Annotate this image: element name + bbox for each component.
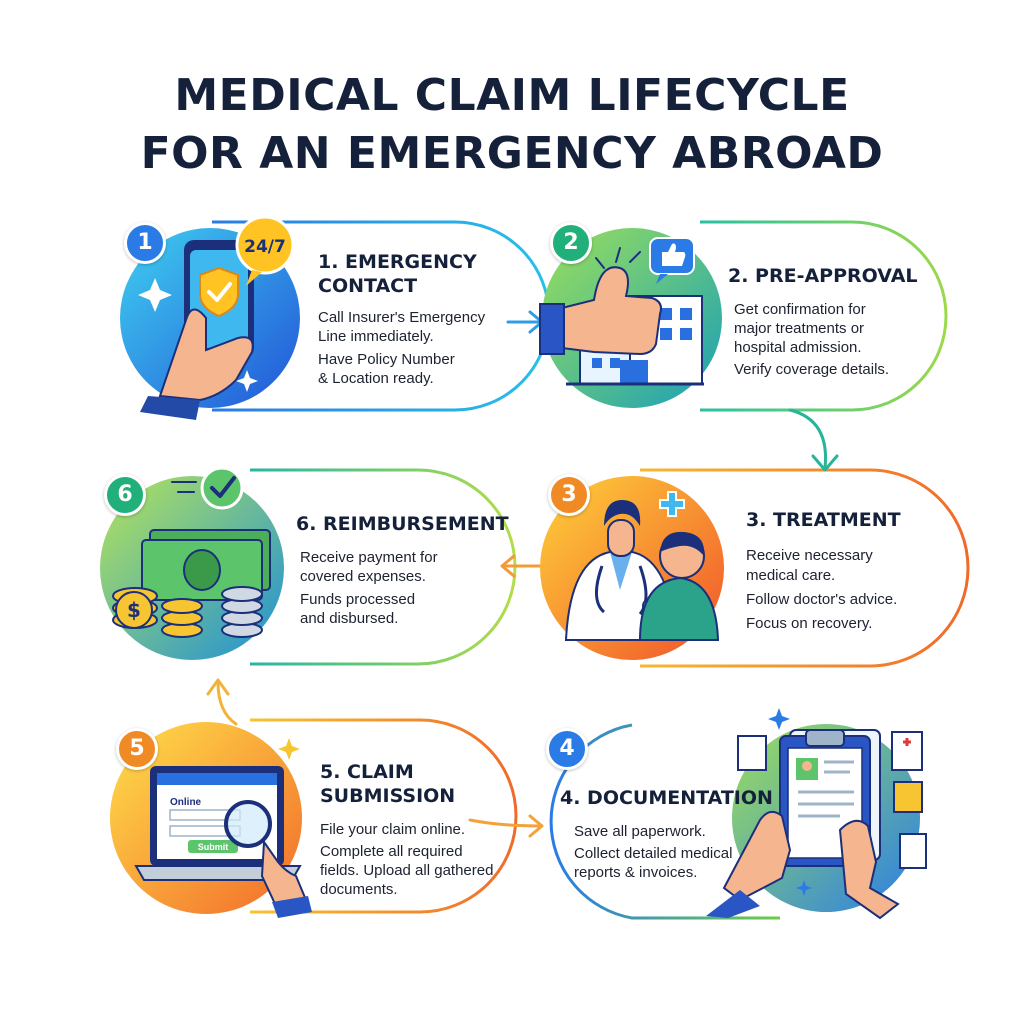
step-1-title-line-1: 1. EMERGENCY — [318, 251, 477, 273]
form-submit-label: Submit — [198, 842, 229, 852]
step-1-body-line-2: Line immediately. — [318, 328, 434, 345]
step-3-body-line-4: Focus on recovery. — [746, 615, 873, 632]
step-6-body-line-1: Receive payment for — [300, 549, 438, 566]
step-4-title: 4. DOCUMENTATION — [560, 787, 773, 809]
step-badge-1: 1 — [124, 222, 166, 264]
step-2-body-line-3: hospital admission. — [734, 339, 862, 356]
money-coins-icon: $ — [112, 466, 271, 638]
step-1-body-line-3: Have Policy Number — [318, 351, 455, 368]
step-badge-5: 5 — [116, 728, 158, 770]
step-6-body-line-3: Funds processed — [300, 591, 416, 608]
step-2-body-line-4: Verify coverage details. — [734, 361, 890, 378]
step-1-title-line-2: CONTACT — [318, 275, 418, 297]
step-5-title-line-1: 5. CLAIM — [320, 761, 414, 783]
page-title-line-1: MEDICAL CLAIM LIFECYCLE — [174, 70, 850, 121]
step-5-body-line-1: File your claim online. — [320, 821, 466, 838]
step-6-body-line-2: covered expenses. — [300, 568, 426, 585]
svg-text:$: $ — [127, 598, 141, 622]
arrow-2-to-3 — [788, 408, 828, 470]
step-3-body-line-3: Follow doctor's advice. — [746, 591, 898, 608]
step-5-title-line-2: SUBMISSION — [320, 785, 456, 807]
step-4-body-line-2: Collect detailed medical — [574, 845, 733, 862]
clipboard-documents-icon — [706, 708, 927, 920]
step-badge-2: 2 — [550, 222, 592, 264]
step-3-body-line-2: medical care. — [746, 567, 836, 584]
page-title-line-2: FOR AN EMERGENCY ABROAD — [140, 128, 884, 179]
step-3-body-line-1: Receive necessary — [746, 547, 873, 564]
step-badge-3: 3 — [548, 474, 590, 516]
step-1-body-line-1: Call Insurer's Emergency — [318, 309, 486, 326]
card-outline-step-5 — [250, 718, 518, 914]
badge-24-7-label: 24/7 — [244, 237, 286, 257]
laptop-form-icon: Online Submit — [134, 738, 312, 918]
arrow-4-to-5 — [468, 818, 542, 828]
step-badge-6: 6 — [104, 474, 146, 516]
step-6-title: 6. REIMBURSEMENT — [296, 513, 509, 535]
smartphone-shield-icon: 24/7 — [138, 215, 295, 420]
form-online-label: Online — [170, 797, 202, 808]
step-4-body-line-1: Save all paperwork. — [574, 823, 706, 840]
step-badge-4: 4 — [546, 728, 588, 770]
step-5-body-line-4: documents. — [320, 881, 398, 898]
step-5-body-line-3: fields. Upload all gathered — [320, 862, 494, 879]
card-outline-step-3 — [640, 468, 970, 668]
step-2-title: 2. PRE-APPROVAL — [728, 265, 918, 287]
step-5-body-line-2: Complete all required — [320, 843, 463, 860]
doctor-patient-icon — [564, 491, 720, 641]
card-outline-step-2 — [700, 220, 948, 412]
step-2-body-line-2: major treatments or — [734, 320, 865, 337]
step-6-body-line-4: and disbursed. — [300, 610, 399, 627]
step-3-title: 3. TREATMENT — [746, 509, 901, 531]
card-outline-step-4 — [549, 723, 780, 920]
step-1-body-line-4: & Location ready. — [318, 370, 434, 387]
step-2-body-line-1: Get confirmation for — [734, 301, 866, 318]
arrow-5-to-6 — [216, 680, 238, 726]
step-4-body-line-3: reports & invoices. — [574, 864, 698, 881]
thumbs-up-hospital-icon — [539, 237, 704, 386]
